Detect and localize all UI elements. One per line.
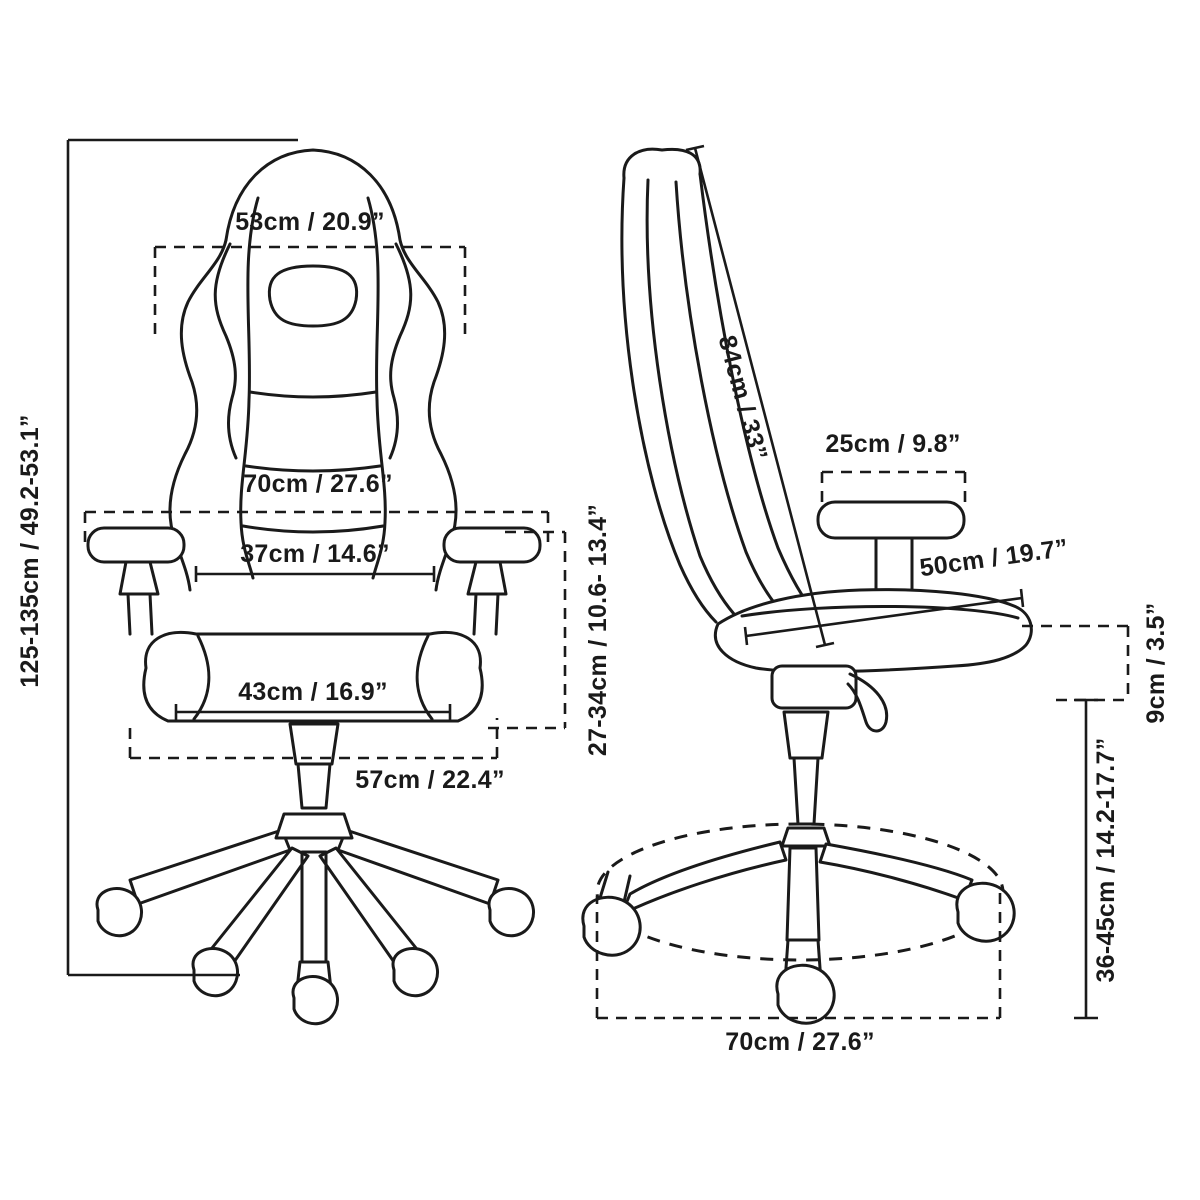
front-casters	[95, 886, 535, 1026]
side-armrest-post	[874, 536, 914, 598]
front-armrest-left-pad	[86, 526, 186, 564]
front-headrest-cutout	[267, 264, 359, 328]
side-casters	[581, 881, 1016, 1025]
side-tilt-mechanism	[770, 664, 858, 710]
dim-armrest-length-lines	[820, 470, 967, 506]
dim-seat-width-label: 43cm / 16.9”	[238, 678, 388, 706]
dim-seat-height-lines	[1074, 698, 1098, 1020]
front-shoulder-seams	[213, 242, 413, 460]
dim-seat-thickness: 9cm / 3.5”	[1022, 602, 1170, 724]
dim-headrest-width-lines	[153, 245, 467, 338]
dim-armrest-height-label: 27-34cm / 10.6- 13.4”	[584, 504, 612, 756]
dim-backrest-inner-width: 37cm / 14.6”	[194, 540, 436, 582]
front-view-drawing	[86, 148, 542, 1026]
dim-seat-width: 43cm / 16.9”	[174, 678, 452, 720]
side-backrest-seams	[645, 178, 782, 616]
dim-seat-depth-label: 50cm / 19.7”	[918, 534, 1070, 583]
dim-total-height-lines	[66, 138, 298, 977]
side-backrest-back-edge	[620, 176, 718, 624]
dim-total-height: 125-135cm / 49.2-53.1”	[16, 138, 298, 977]
dim-seat-thickness-label: 9cm / 3.5”	[1142, 602, 1170, 723]
side-seat-seam	[740, 604, 1020, 620]
dim-armrest-length: 25cm / 9.8”	[820, 430, 967, 506]
dim-seat-height: 36-45cm / 14.2-17.7”	[1074, 698, 1120, 1020]
side-adjustment-lever	[846, 672, 889, 733]
dim-armrest-length-label: 25cm / 9.8”	[825, 430, 960, 458]
side-caster-forks	[598, 870, 824, 998]
dim-armrest-height-lines	[488, 530, 567, 730]
front-armrest-right-post	[466, 560, 508, 636]
front-base-legs	[128, 828, 500, 964]
dim-seat-thickness-lines	[1022, 624, 1130, 702]
side-view-drawing	[581, 147, 1033, 1025]
dim-backrest-inner-width-lines	[194, 566, 436, 582]
front-backrest-inner-seams	[239, 196, 387, 580]
front-base-hub	[274, 812, 354, 840]
dim-base-diameter-lines	[595, 888, 1002, 1020]
dim-armrest-height: 27-34cm / 10.6- 13.4”	[488, 504, 612, 756]
dim-headrest-width-label: 53cm / 20.9”	[235, 208, 385, 236]
dim-overall-width: 70cm / 27.6”	[83, 470, 550, 546]
dim-backrest-inner-width-label: 37cm / 14.6”	[240, 540, 390, 568]
dim-overall-width-lines	[83, 510, 550, 546]
front-seat-cushion	[142, 631, 484, 723]
side-armrest-pad	[816, 500, 966, 540]
front-gas-lift	[288, 722, 340, 810]
front-backrest-horizontal-seams	[241, 390, 385, 534]
dim-backrest-length-lines	[685, 144, 835, 649]
side-base-legs	[620, 840, 974, 942]
dim-base-diameter-label: 70cm / 27.6”	[725, 1028, 875, 1056]
dim-backrest-length-label: 84cm / 33”	[713, 332, 773, 463]
dim-overall-width-label: 70cm / 27.6”	[243, 470, 393, 498]
front-armrest-right-pad	[442, 526, 542, 564]
dim-base-width-label: 57cm / 22.4”	[355, 766, 505, 794]
side-seat-cushion	[714, 588, 1033, 674]
dim-headrest-width: 53cm / 20.9”	[153, 208, 467, 338]
front-armrest-left-post	[118, 560, 160, 636]
dim-seat-height-label: 36-45cm / 14.2-17.7”	[1092, 737, 1120, 982]
dim-seat-depth-lines	[743, 588, 1025, 646]
dim-base-width-lines	[128, 718, 499, 760]
dim-base-diameter: 70cm / 27.6”	[595, 888, 1002, 1056]
side-backrest-front-edge	[698, 172, 818, 616]
dim-base-width: 57cm / 22.4”	[128, 718, 505, 794]
side-backrest-top-edge	[622, 147, 702, 180]
dim-seat-width-lines	[174, 704, 452, 720]
dim-total-height-label: 125-135cm / 49.2-53.1”	[16, 414, 44, 687]
